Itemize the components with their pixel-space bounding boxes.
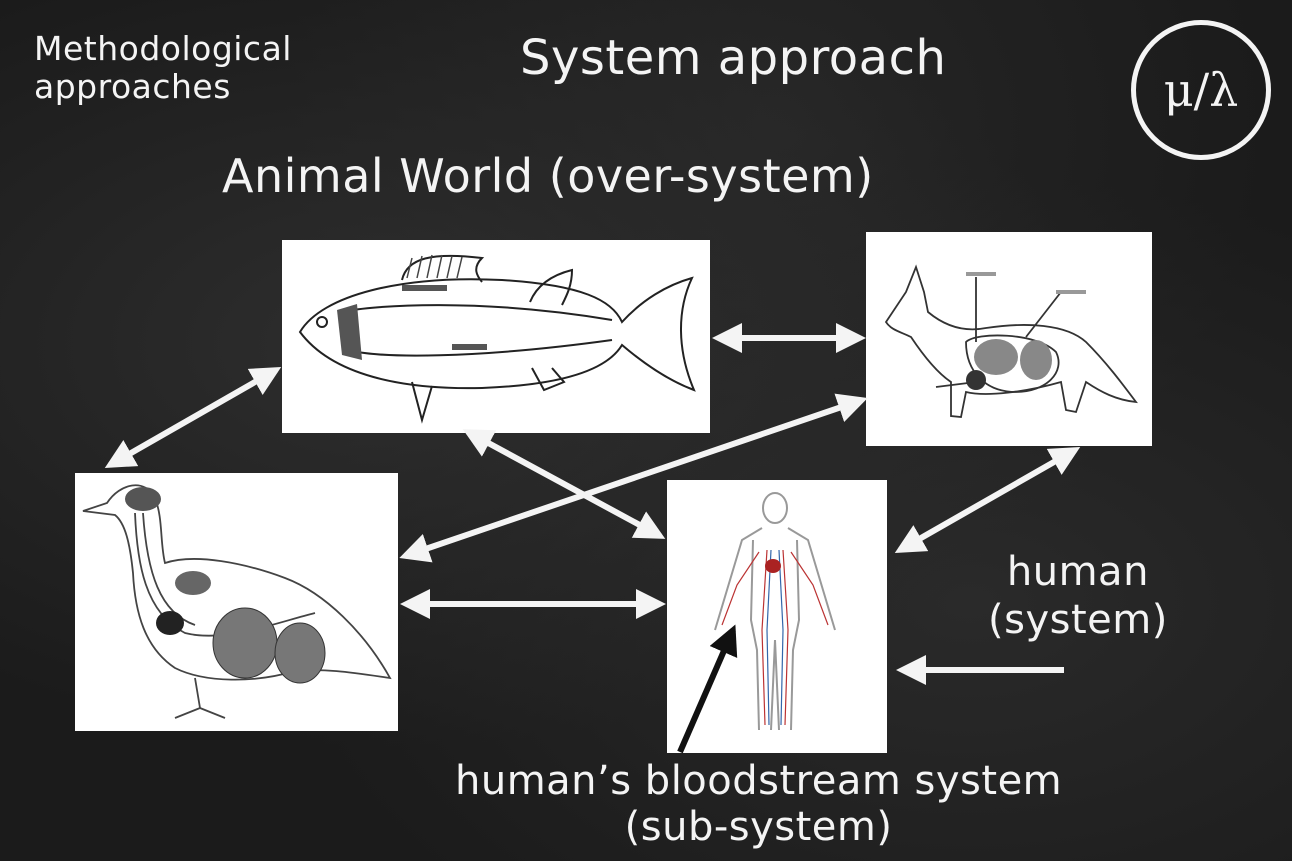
fish-circulatory-icon <box>282 240 710 433</box>
bloodstream-subsystem-label: human’s bloodstream system (sub-system) <box>455 758 1062 850</box>
label-line: human <box>988 548 1168 596</box>
human-system-label: human (system) <box>988 548 1168 644</box>
label-line: human’s bloodstream system <box>455 758 1062 804</box>
slide-title: System approach <box>520 28 946 88</box>
bird-circulatory-icon <box>75 473 398 731</box>
fish-panel <box>282 240 710 433</box>
label-line: Methodological <box>34 30 292 68</box>
human-panel <box>667 480 887 753</box>
label-line: (sub-system) <box>455 804 1062 850</box>
arrow-human-dog <box>900 450 1075 550</box>
logo-text: μ/λ <box>1136 65 1266 115</box>
mammal-circulatory-icon <box>866 232 1152 446</box>
methodological-approaches-label: Methodological approaches <box>34 30 292 106</box>
bird-panel <box>75 473 398 731</box>
arrow-bird-fish <box>110 370 276 465</box>
dog-panel <box>866 232 1152 446</box>
human-bloodstream-icon <box>667 480 887 753</box>
label-line: approaches <box>34 68 292 106</box>
label-line: (system) <box>988 596 1168 644</box>
mu-lambda-logo: μ/λ <box>1131 20 1271 160</box>
animal-world-subtitle: Animal World (over-system) <box>222 146 874 206</box>
arrow-fish-human <box>468 432 660 536</box>
